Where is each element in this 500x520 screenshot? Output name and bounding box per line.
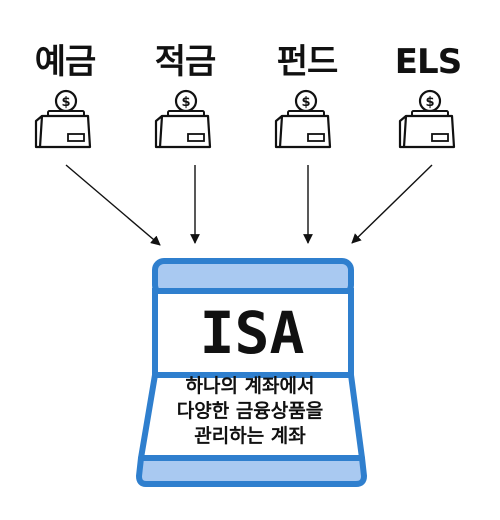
money-box-icon (274, 89, 332, 149)
category-label-els: ELS (394, 42, 462, 82)
isa-description-line: 관리하는 계좌 (194, 425, 306, 447)
isa-account-box (136, 258, 367, 487)
money-box-icon (34, 89, 92, 149)
isa-title: ISA (199, 299, 305, 367)
money-box-icon (398, 89, 456, 149)
category-label-deposit: 예금 (34, 42, 97, 82)
isa-description: 하나의 계좌에서 다양한 금융상품을 관리하는 계좌 (150, 374, 350, 449)
arrow (351, 164, 433, 244)
isa-description-line: 다양한 금융상품을 (176, 400, 324, 422)
category-label-fund: 펀드 (276, 42, 339, 82)
isa-description-line: 하나의 계좌에서 (185, 375, 315, 397)
arrow (65, 164, 161, 246)
money-box-icon (154, 89, 212, 149)
category-label-savings: 적금 (154, 42, 217, 82)
